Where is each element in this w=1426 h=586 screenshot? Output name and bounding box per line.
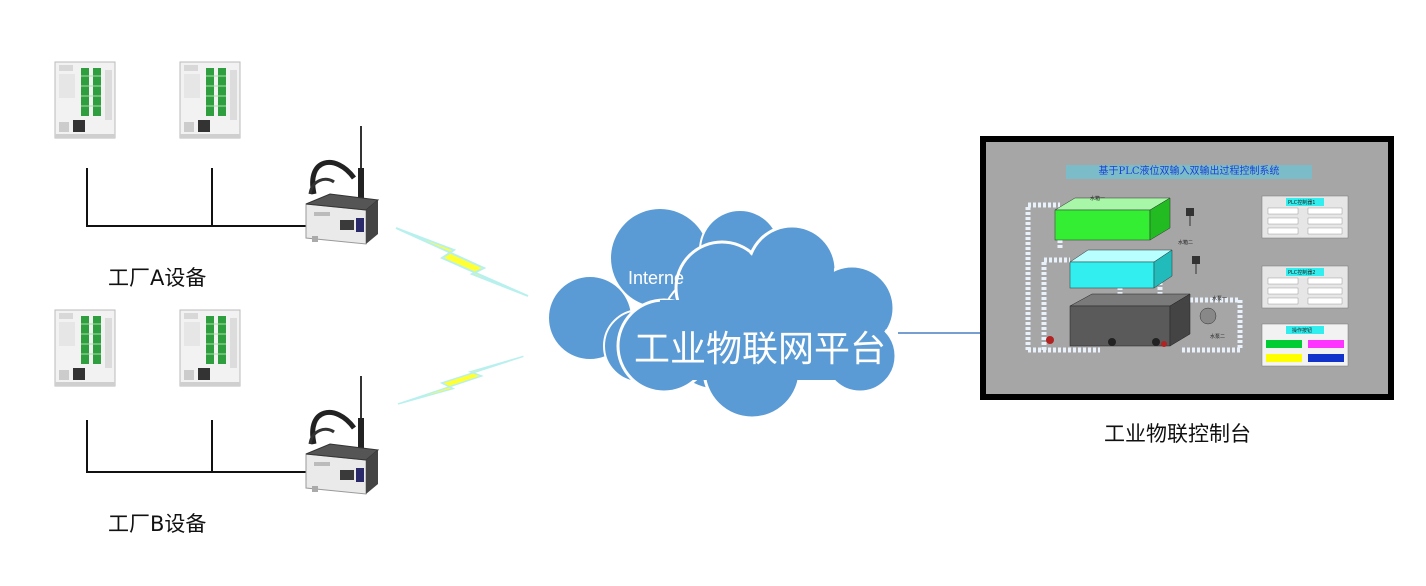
factory-b-label: 工厂B设备: [108, 512, 207, 536]
console-screen: 水箱一 水箱二 水泵一 水泵二 PLC控制器1 PLC控制器2 操作按钮: [980, 136, 1394, 400]
scada-panel1-title: PLC控制器1: [1288, 199, 1315, 206]
gateway-a-icon: [306, 126, 378, 244]
plc-a2-icon: [179, 61, 241, 139]
plc-b1-icon: [54, 309, 116, 387]
factory-a-label: 工厂A设备: [108, 266, 207, 290]
scada-buttons-title: 操作按钮: [1292, 327, 1312, 334]
scada-tank2-label: 水箱二: [1178, 239, 1193, 246]
internet-label: Interne: [628, 268, 685, 288]
wireless-link-a-icon: [395, 227, 529, 297]
plc-b2-icon: [179, 309, 241, 387]
console-label: 工业物联控制台: [1104, 422, 1251, 446]
scada-panel2-title: PLC控制器2: [1288, 269, 1315, 276]
factory-a-bus: [86, 168, 306, 227]
plc-a1-icon: [54, 61, 116, 139]
scada-pump-label: 水泵二: [1210, 333, 1225, 340]
scada-title: 基于PLC液位双输入双输出过程控制系统: [1098, 166, 1280, 177]
factory-b-bus: [86, 420, 306, 473]
platform-label: 工业物联网平台: [634, 329, 887, 370]
gateway-b-icon: [306, 376, 378, 494]
scada-tank1-label: 水箱一: [1090, 195, 1105, 202]
wireless-link-b-icon: [397, 355, 525, 405]
scada-pump1-label: 水泵一: [1212, 295, 1227, 302]
scada-title-box: 基于PLC液位双输入双输出过程控制系统: [1066, 165, 1312, 179]
